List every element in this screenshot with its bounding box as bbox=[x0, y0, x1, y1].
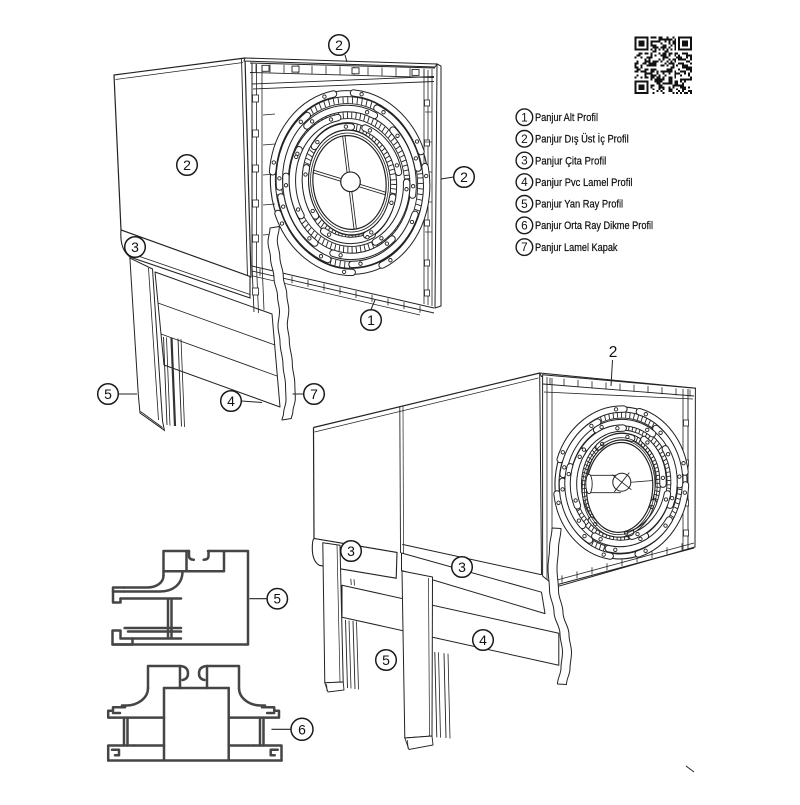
svg-text:5: 5 bbox=[104, 386, 112, 402]
svg-text:Panjur Dış Üst İç Profil: Panjur Dış Üst İç Profil bbox=[535, 133, 629, 146]
svg-text:3: 3 bbox=[458, 559, 466, 575]
svg-text:Panjur Lamel Kapak: Panjur Lamel Kapak bbox=[535, 242, 618, 254]
svg-text:7: 7 bbox=[310, 386, 318, 402]
svg-text:Panjur Yan Ray Profil: Panjur Yan Ray Profil bbox=[535, 199, 623, 211]
svg-text:Panjur Alt Profil: Panjur Alt Profil bbox=[535, 112, 598, 124]
svg-text:1: 1 bbox=[367, 312, 375, 328]
svg-text:6: 6 bbox=[521, 219, 528, 233]
svg-text:4: 4 bbox=[479, 632, 487, 648]
svg-text:5: 5 bbox=[274, 591, 282, 606]
svg-text:3: 3 bbox=[131, 239, 139, 255]
svg-text:2: 2 bbox=[335, 37, 343, 53]
svg-text:Panjur Pvc Lamel Profil: Panjur Pvc Lamel Profil bbox=[535, 177, 633, 189]
svg-text:5: 5 bbox=[382, 652, 390, 668]
svg-text:4: 4 bbox=[227, 393, 235, 409]
svg-text:5: 5 bbox=[521, 197, 528, 211]
svg-text:4: 4 bbox=[521, 175, 528, 189]
svg-text:6: 6 bbox=[298, 721, 306, 737]
svg-text:1: 1 bbox=[521, 110, 528, 124]
svg-text:Panjur Çita Profil: Panjur Çita Profil bbox=[535, 155, 606, 167]
svg-text:2: 2 bbox=[521, 132, 528, 146]
svg-text:7: 7 bbox=[521, 240, 528, 254]
svg-text:Panjur Orta Ray Dikme Profil: Panjur Orta Ray Dikme Profil bbox=[535, 220, 653, 232]
svg-text:2: 2 bbox=[460, 169, 468, 185]
svg-text:3: 3 bbox=[521, 154, 528, 168]
svg-text:2: 2 bbox=[609, 344, 618, 361]
svg-text:3: 3 bbox=[347, 543, 355, 559]
svg-text:2: 2 bbox=[183, 157, 191, 173]
